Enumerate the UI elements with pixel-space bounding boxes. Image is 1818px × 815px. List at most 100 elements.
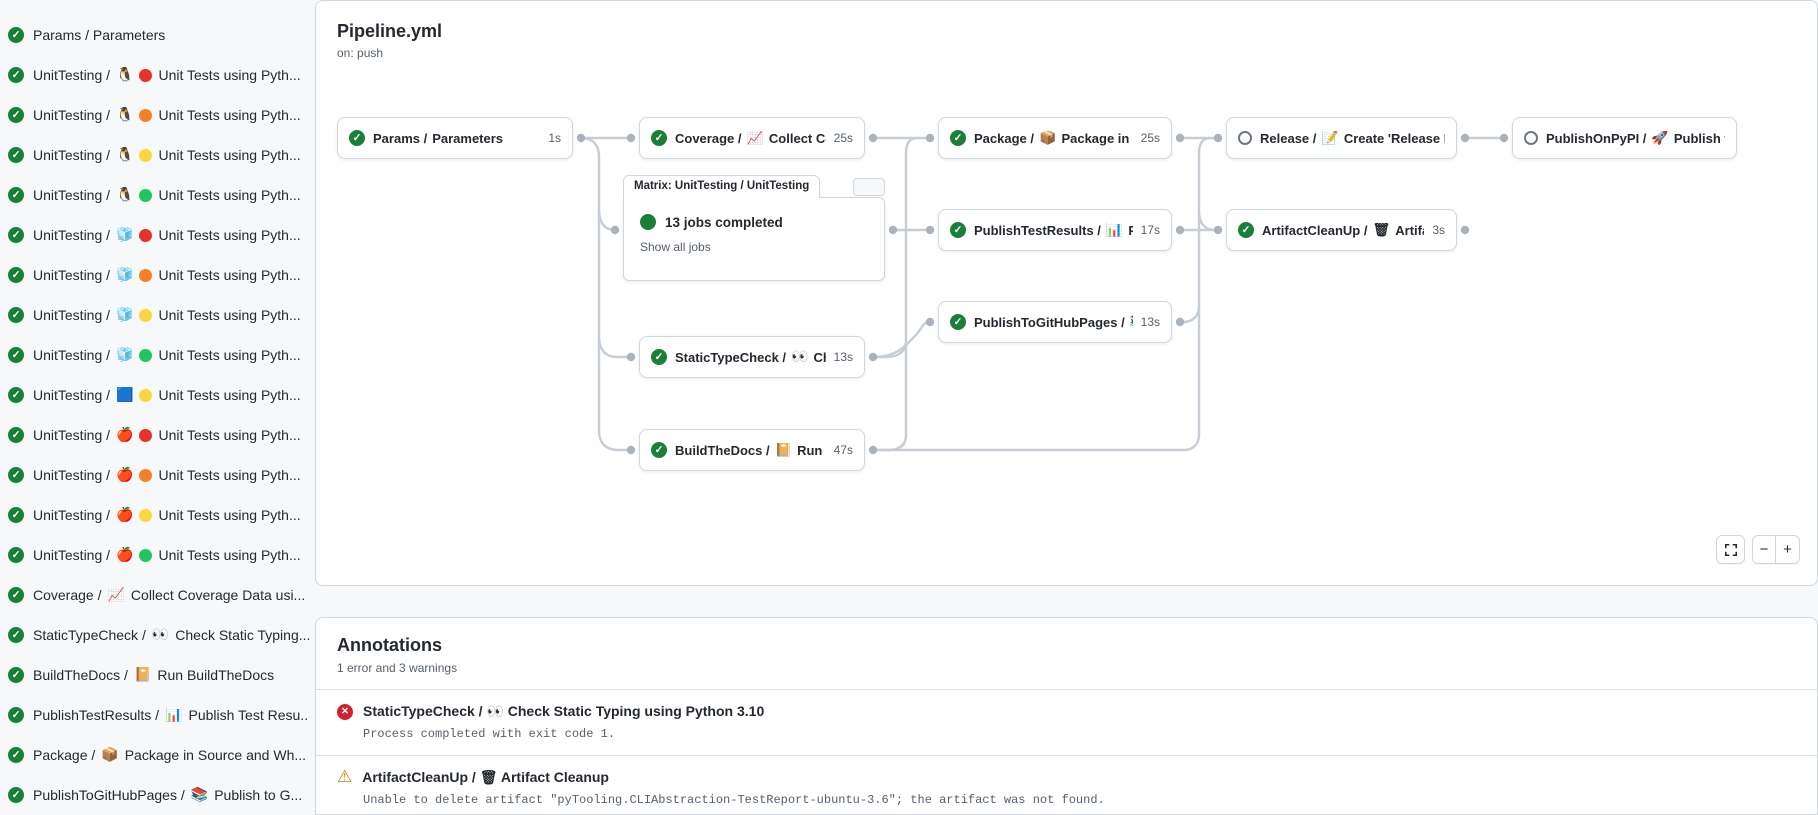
job-list: ✓Params / Parameters✓UnitTesting /🐧Unit …	[8, 15, 309, 815]
os-icon: 🍎	[116, 507, 134, 523]
sidebar-job[interactable]: ✓UnitTesting /🐧Unit Tests using Pyth...	[8, 55, 309, 95]
matrix-group-node[interactable]: 13 jobs completed Show all jobs	[623, 197, 885, 281]
success-icon: ✓	[8, 387, 24, 403]
sidebar-job[interactable]: ✓ UnitTesting /🍎Unit Tests using Pyth...	[8, 455, 309, 495]
os-icon: 🟦	[116, 387, 134, 403]
orange-dot-icon	[139, 468, 153, 482]
sidebar-job[interactable]: ✓UnitTesting /🧊Unit Tests using Pyth...	[8, 255, 309, 295]
success-icon: ✓	[8, 467, 24, 483]
job-step: Publish Test Resu...	[188, 707, 310, 723]
pipeline-node-statictypecheck[interactable]: ✓StaticTypeCheck /👀Chec...13s	[639, 336, 865, 378]
job-step: Unit Tests using Pyth...	[158, 267, 301, 283]
sidebar-job[interactable]: ✓UnitTesting /🐧Unit Tests using Pyth...	[8, 95, 309, 135]
node-label: Params /Parameters	[373, 131, 540, 146]
os-icon: 🍎	[116, 547, 134, 563]
node-step-name: Parameters	[432, 130, 504, 146]
show-all-jobs-link[interactable]: Show all jobs	[640, 240, 711, 254]
sidebar-job[interactable]: ✓UnitTesting /🧊Unit Tests using Pyth...	[8, 335, 309, 375]
job-name: StaticTypeCheck /	[33, 627, 146, 643]
sidebar-job[interactable]: ✓UnitTesting /🍎Unit Tests using Pyth...	[8, 535, 309, 575]
job-step: Unit Tests using Pyth...	[158, 67, 301, 83]
sidebar-job[interactable]: ✓PublishTestResults /📊Publish Test Resu.…	[8, 695, 309, 735]
job-label: UnitTesting /🍎Unit Tests using Pyth...	[33, 427, 301, 443]
os-icon: 🍎	[116, 467, 134, 483]
node-duration: 13s	[833, 350, 853, 364]
fullscreen-button[interactable]	[1716, 535, 1745, 564]
annotation-title[interactable]: ⚠ArtifactCleanUp / 🗑 Artifact Cleanup	[337, 769, 1796, 786]
sidebar-job[interactable]: ✓StaticTypeCheck /👀Check Static Typing..…	[8, 615, 309, 655]
sidebar-job[interactable]: ✓UnitTesting /🧊Unit Tests using Pyth...	[8, 295, 309, 335]
sidebar-job[interactable]: ✓ UnitTesting /🍎Unit Tests using Pyth...	[8, 415, 309, 455]
sidebar-job[interactable]: ✓UnitTesting /🧊Unit Tests using Pyth...	[8, 215, 309, 255]
job-name: PublishTestResults /	[33, 707, 160, 723]
job-step: Run BuildTheDocs	[157, 667, 275, 683]
success-icon: ✓	[8, 147, 24, 163]
zoom-in-button[interactable]: +	[1783, 541, 1792, 558]
node-job-name: Params /	[373, 130, 428, 146]
node-job-name: BuildTheDocs /	[675, 442, 770, 458]
node-duration: 47s	[833, 443, 853, 457]
node-duration: 17s	[1140, 223, 1160, 237]
green-dot-icon	[139, 348, 153, 362]
annotation-job-title: StaticTypeCheck / 👀 Check Static Typing …	[363, 703, 765, 719]
node-label: Package /📦Package in So...	[974, 131, 1133, 146]
node-step-name: Run Buil...	[797, 442, 826, 458]
job-step: Unit Tests using Pyth...	[158, 547, 301, 563]
sidebar-job[interactable]: ✓UnitTesting /🐧Unit Tests using Pyth...	[8, 175, 309, 215]
job-name: UnitTesting /	[33, 187, 111, 203]
annotations-panel: Annotations 1 error and 3 warnings ✕Stat…	[315, 617, 1818, 815]
success-icon: ✓	[8, 187, 24, 203]
job-name: UnitTesting /	[33, 307, 111, 323]
pipeline-node-artifactcleanup[interactable]: ✓ArtifactCleanUp /🗑Artifac...3s	[1226, 209, 1457, 251]
sidebar-job[interactable]: ✓PublishToGitHubPages /📚Publish to G...	[8, 775, 309, 815]
pipeline-header: Pipeline.yml on: push	[337, 21, 442, 60]
job-name: Params / Parameters	[33, 27, 166, 43]
sidebar-job[interactable]: ✓Package /📦Package in Source and Wh...	[8, 735, 309, 775]
os-icon: 🧊	[116, 307, 134, 323]
node-step-name: Collect Cove...	[768, 130, 826, 146]
node-step-name: Pu...	[1128, 223, 1132, 238]
pipeline-node-release[interactable]: Release /📝Create 'Release P...	[1226, 117, 1457, 159]
node-step-name: Create 'Release P...	[1343, 130, 1445, 146]
sidebar-job[interactable]: ✓Coverage /📈Collect Coverage Data usi...	[8, 575, 309, 615]
job-step: Unit Tests using Pyth...	[158, 347, 301, 363]
red-dot-icon	[139, 68, 153, 82]
sidebar-job[interactable]: ✓BuildTheDocs /📔Run BuildTheDocs	[8, 655, 309, 695]
node-label: Release /📝Create 'Release P...	[1260, 131, 1445, 146]
pipeline-node-publishtogithubpages[interactable]: ✓PublishToGitHubPages /📚...13s	[938, 301, 1172, 343]
zoom-out-button[interactable]: −	[1753, 536, 1777, 563]
os-icon: 📈	[107, 587, 125, 603]
pipeline-node-publishtestresults[interactable]: ✓PublishTestResults /📊Pu...17s	[938, 209, 1172, 251]
job-step: Unit Tests using Pyth...	[158, 147, 301, 163]
node-job-name: Package /	[974, 130, 1034, 146]
sidebar-job[interactable]: ✓UnitTesting /🍎Unit Tests using Pyth...	[8, 495, 309, 535]
job-label: UnitTesting /🍎Unit Tests using Pyth...	[33, 467, 301, 483]
node-step-name: Publish to ...	[1673, 130, 1725, 146]
pipeline-node-coverage[interactable]: ✓Coverage /📈Collect Cove...25s	[639, 117, 865, 159]
sidebar-job[interactable]: ✓Params / Parameters	[8, 15, 309, 55]
job-label: UnitTesting /🧊Unit Tests using Pyth...	[33, 347, 301, 363]
sidebar-job[interactable]: ✓ UnitTesting /🟦Unit Tests using Pyth...	[8, 375, 309, 415]
job-label: UnitTesting /🟦Unit Tests using Pyth...	[33, 387, 301, 403]
job-name: UnitTesting /	[33, 547, 111, 563]
node-label: PublishOnPyPI /🚀Publish to ...	[1546, 131, 1725, 146]
success-icon: ✓	[8, 267, 24, 283]
pipeline-node-publishonpypi[interactable]: PublishOnPyPI /🚀Publish to ...	[1512, 117, 1737, 159]
os-icon: 📔	[133, 667, 152, 683]
os-icon: 🐧	[116, 187, 134, 203]
pipeline-node-package[interactable]: ✓Package /📦Package in So...25s	[938, 117, 1172, 159]
sidebar-job[interactable]: ✓UnitTesting /🐧Unit Tests using Pyth...	[8, 135, 309, 175]
job-name: Package /	[33, 747, 96, 763]
node-step-name: Chec...	[813, 349, 825, 365]
success-icon: ✓	[8, 627, 24, 643]
success-icon: ✓	[8, 427, 24, 443]
error-icon: ✕	[337, 703, 353, 720]
annotation-title[interactable]: ✕ StaticTypeCheck / 👀 Check Static Typing…	[337, 703, 1796, 720]
success-icon: ✓	[349, 130, 365, 146]
pipeline-node-buildthedocs[interactable]: ✓BuildTheDocs /📔Run Buil...47s	[639, 429, 865, 471]
job-label: UnitTesting /🐧Unit Tests using Pyth...	[33, 187, 301, 203]
job-name: UnitTesting /	[33, 507, 111, 523]
node-job-name: PublishToGitHubPages /	[974, 314, 1125, 330]
job-step: Unit Tests using Pyth...	[158, 107, 301, 123]
